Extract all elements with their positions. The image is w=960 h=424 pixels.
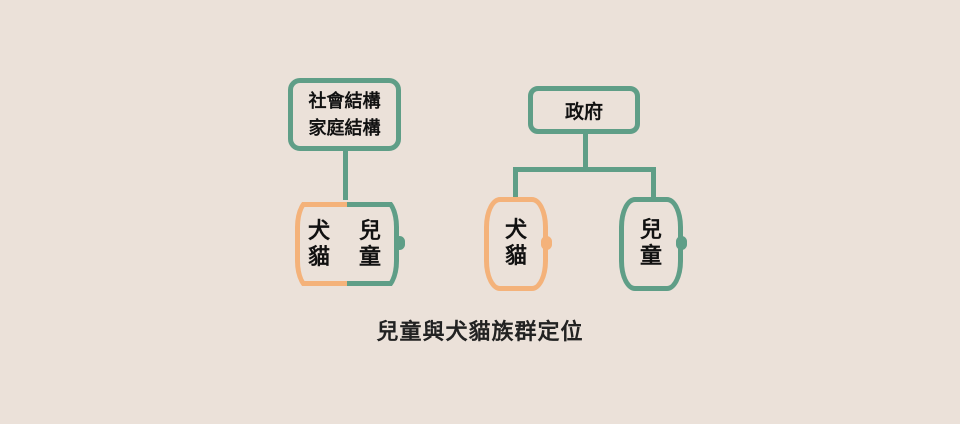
caption: 兒童與犬貓族群定位 <box>376 319 584 345</box>
pets-char-1-right: 犬 <box>504 218 527 243</box>
children-char-2-right: 童 <box>639 244 662 269</box>
pets-char-2: 貓 <box>308 245 331 270</box>
knob-green-right <box>676 236 687 250</box>
children-char-1-right: 兒 <box>639 218 662 243</box>
pets-char-1: 犬 <box>308 219 331 244</box>
pets-children-combined-node: 犬 貓 兒 童 <box>295 197 399 291</box>
root-line-1: 社會結構 <box>308 90 381 112</box>
pets-label-right: 犬 貓 <box>505 218 527 270</box>
connector-left-vertical <box>343 150 348 200</box>
pets-label: 犬 貓 <box>308 219 330 271</box>
knob-orange <box>541 236 552 250</box>
connector-horizontal <box>513 167 656 172</box>
children-char-1: 兒 <box>359 219 382 244</box>
government-label: 政府 <box>564 100 603 123</box>
pets-node: 犬 貓 <box>484 197 548 291</box>
root-line-2: 家庭結構 <box>308 117 381 139</box>
children-label: 兒 童 <box>359 219 381 271</box>
children-node: 兒 童 <box>619 197 683 291</box>
government-node: 政府 <box>528 86 640 134</box>
knob-green-left <box>394 236 405 250</box>
pets-char-2-right: 貓 <box>504 244 527 269</box>
social-family-structure-node: 社會結構 家庭結構 <box>288 78 401 151</box>
connector-gov-vertical <box>583 133 588 169</box>
children-char-2: 童 <box>359 245 382 270</box>
connector-drop-left <box>513 167 518 199</box>
connector-drop-right <box>651 167 656 199</box>
children-label-right: 兒 童 <box>640 218 662 270</box>
